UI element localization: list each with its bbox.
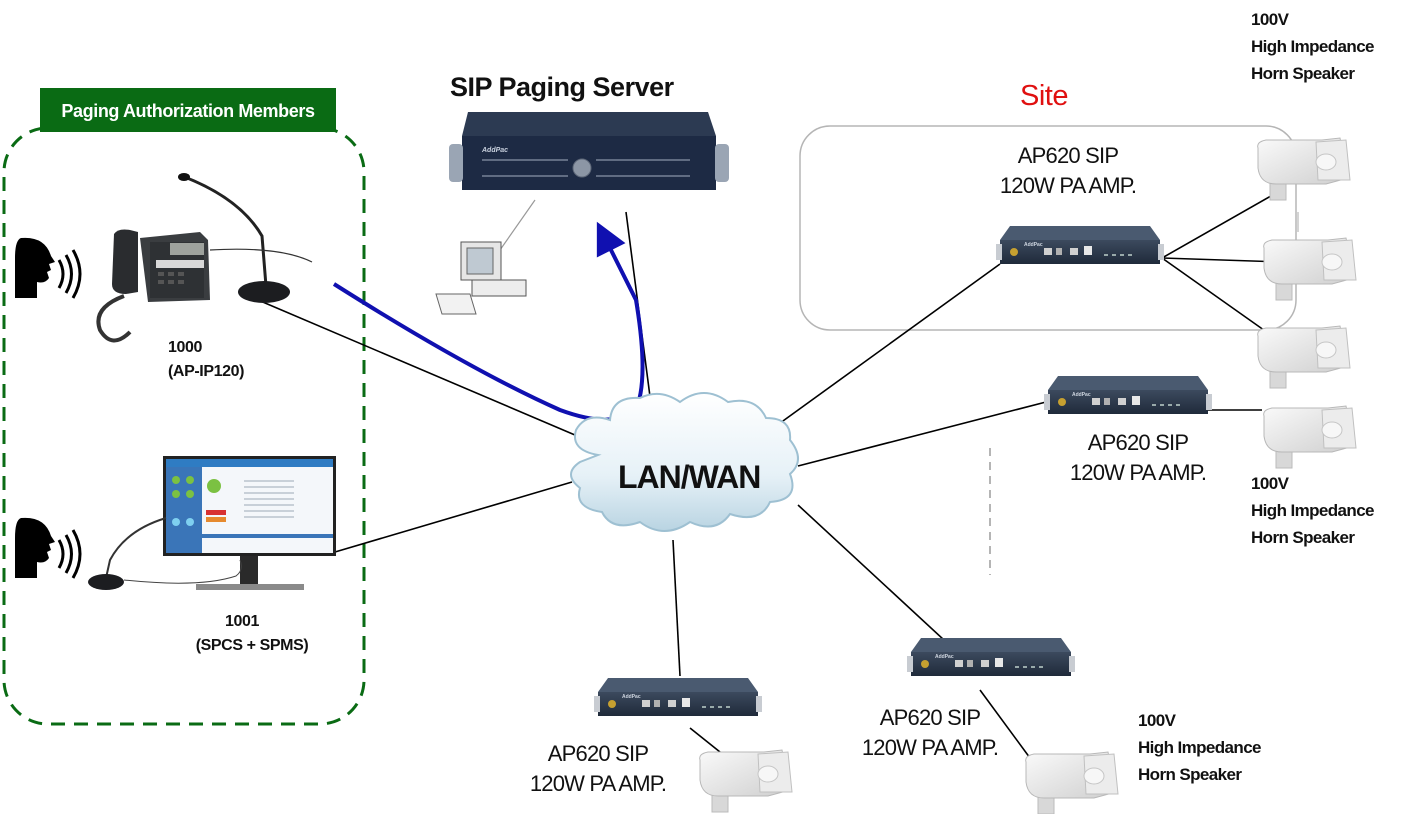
amplifier-icon [1044,376,1212,414]
horn-speaker-icon [1263,237,1357,301]
horn-speaker-icon [1263,405,1357,469]
member-1001-label: 1001 (SPCS + SPMS) [182,610,322,658]
link-cloud-amp-site [775,263,1001,427]
paging-group-title: Paging Authorization Members [40,88,336,132]
amplifier-icon [996,226,1164,264]
server-brand: AddPac [481,147,508,154]
lan-wan-cloud-icon [570,392,799,532]
server-title: SIP Paging Server [450,72,674,102]
amplifier-icon [594,678,762,716]
link-phone-cloud [257,299,583,439]
speaker-type: Horn Speaker [1138,765,1242,784]
link-server-admin-pc [499,199,536,251]
member-device: (AP-IP120) [168,363,245,380]
member-extension: 1001 [225,613,259,630]
link-cloud-amp-right [797,401,1047,467]
amplifier-icon [907,638,1075,676]
speaker-voltage: 100V [1251,474,1289,493]
amp-bottom-label: AP620 SIP 120W PA AMP. [510,739,686,799]
speaker-type: Horn Speaker [1251,64,1355,83]
link-cloud-amp-bottom-right [797,504,945,641]
amp-right-label: AP620 SIP 120W PA AMP. [1050,428,1226,488]
speaker-impedance: High Impedance [1251,501,1375,520]
link-amp-site-spk2 [1161,257,1283,263]
horn-speaker-icon [1257,325,1351,389]
admin-pc-icon [435,241,527,315]
link-amp-bottom-right-spk [979,689,1031,759]
speaker-impedance: High Impedance [1251,37,1375,56]
amp-spec: 120W PA AMP. [999,173,1137,198]
amp-model: AP620 SIP [879,705,981,730]
member-extension: 1000 [168,339,202,356]
link-cloud-amp-bottom [672,539,681,677]
sip-paging-server-icon: AddPac [449,112,729,190]
amp-site-label: AP620 SIP 120W PA AMP. [980,141,1156,201]
link-amp-site-spk3 [1161,257,1279,341]
link-amp-bottom-spk [689,727,721,753]
amp-spec: 120W PA AMP. [1069,460,1207,485]
network-links [257,191,1283,759]
speaker-voltage: 100V [1251,10,1289,29]
speaker-type: Horn Speaker [1251,528,1355,547]
speaker-label: 100V High Impedance Horn Speaker [1138,707,1262,788]
site-boundary [799,125,1297,331]
paging-flow-arrow [332,221,645,422]
horn-speaker-icon [699,749,793,813]
speaking-person-icon [13,236,82,300]
amp-spec: 120W PA AMP. [861,735,999,760]
pc-monitor-icon [163,456,336,590]
amp-spec: 120W PA AMP. [529,771,667,796]
link-amp-site-spk1 [1161,191,1279,259]
site-title: Site [1020,80,1068,112]
gooseneck-mic-icon [178,173,313,303]
horn-speaker-icon [1025,751,1119,814]
network-label: LAN/WAN [618,459,761,495]
speaking-person-icon [13,516,82,580]
speaker-impedance: High Impedance [1138,738,1262,757]
speaker-label: 100V High Impedance Horn Speaker [1251,6,1375,87]
speaker-voltage: 100V [1138,711,1176,730]
link-pc-cloud [334,481,573,553]
gooseneck-mic-icon [88,517,242,590]
member-1000-label: 1000 (AP-IP120) [168,336,244,384]
amp-model: AP620 SIP [547,741,649,766]
amp-bottom-right-label: AP620 SIP 120W PA AMP. [842,703,1018,763]
amp-model: AP620 SIP [1017,143,1119,168]
amp-model: AP620 SIP [1087,430,1189,455]
ip-phone-icon [96,229,210,343]
member-device: (SPCS + SPMS) [195,637,309,654]
speaker-label: 100V High Impedance Horn Speaker [1251,470,1375,551]
horn-speaker-icon [1257,137,1351,201]
